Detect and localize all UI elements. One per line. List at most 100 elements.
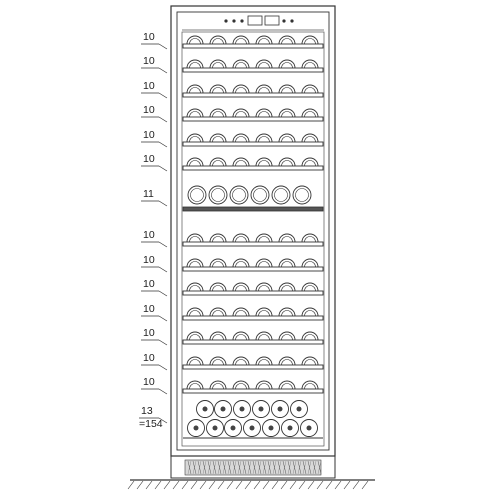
total-capacity-label: =154 [139, 418, 163, 430]
bottle-count-label: 10 [143, 254, 155, 266]
shelf-row [182, 233, 324, 247]
bottle-icon [281, 111, 293, 118]
bottle-icon [262, 419, 280, 437]
bottle-icon [211, 188, 225, 202]
bottle-icon [232, 380, 250, 390]
bottle-icon [235, 261, 247, 268]
bottle-icon [232, 188, 246, 202]
leader-arrow [158, 388, 168, 395]
bottom-bottle-rack [183, 400, 323, 439]
bottle-icon [212, 359, 224, 366]
bottle-icon [278, 35, 296, 45]
bottle-icon [189, 334, 201, 341]
control-button-icon [240, 19, 244, 23]
bottle-icon [278, 84, 296, 94]
bottle-icon [212, 236, 224, 243]
bottle-icon [304, 310, 316, 317]
bottle-icon [258, 310, 270, 317]
bottle-icon [278, 233, 296, 243]
bottle-icon [271, 400, 289, 418]
bottle-icon [209, 84, 227, 94]
bottle-icon [281, 359, 293, 366]
bottle-icon [278, 380, 296, 390]
bottle-icon [300, 419, 318, 437]
bottle-icon [209, 258, 227, 268]
floor-hatch [127, 480, 369, 490]
bottle-icon [278, 157, 296, 167]
bottle-count-label: 10 [143, 229, 155, 241]
bottle-icon [209, 282, 227, 292]
bottle-icon [281, 136, 293, 143]
bottle-icon [304, 383, 316, 390]
bottle-icon [189, 87, 201, 94]
bottle-icon [258, 334, 270, 341]
bottle-icon [209, 233, 227, 243]
leader-arrow [158, 165, 168, 172]
bottle-icon [232, 233, 250, 243]
bottle-icon [258, 285, 270, 292]
leader-arrow [158, 116, 168, 123]
bottle-icon [281, 236, 293, 243]
bottle-icon [274, 188, 288, 202]
bottle-icon [255, 380, 273, 390]
bottle-icon [281, 261, 293, 268]
temperature-display [247, 15, 263, 26]
bottle-icon [255, 59, 273, 69]
bottle-icon [287, 425, 293, 431]
bottle-icon [258, 38, 270, 45]
bottle-icon [235, 334, 247, 341]
bottle-icon [301, 59, 319, 69]
shelf-row [182, 258, 324, 272]
bottle-icon [281, 62, 293, 69]
bottle-icon [255, 233, 273, 243]
bottle-icon [301, 233, 319, 243]
bottle-icon [209, 59, 227, 69]
bottle-icon [189, 285, 201, 292]
bottle-icon [235, 310, 247, 317]
bottle-icon [187, 419, 205, 437]
bottle-icon [232, 356, 250, 366]
bottle-icon [296, 406, 302, 412]
bottle-icon [232, 59, 250, 69]
bottle-icon [255, 133, 273, 143]
bottle-icon [209, 356, 227, 366]
wooden-shelf [182, 290, 324, 296]
bottle-icon [301, 108, 319, 118]
bottle-icon [209, 331, 227, 341]
bottle-icon [255, 258, 273, 268]
bottle-icon [232, 84, 250, 94]
bottle-icon [186, 233, 204, 243]
bottle-icon [189, 160, 201, 167]
bottle-icon [230, 425, 236, 431]
bottle-icon [258, 236, 270, 243]
bottle-icon [186, 331, 204, 341]
bottle-icon [258, 261, 270, 268]
bottle-icon [255, 35, 273, 45]
bottle-icon [258, 359, 270, 366]
bottle-icon [295, 188, 309, 202]
shelf-row [182, 331, 324, 345]
bottle-count-label: 10 [143, 303, 155, 315]
bottle-icon [206, 419, 224, 437]
shelf-row [182, 108, 324, 122]
bottle-icon [304, 111, 316, 118]
leader-arrow [158, 364, 168, 371]
bottle-icon [278, 258, 296, 268]
bottle-count-label: 10 [143, 327, 155, 339]
bottle-icon [243, 419, 261, 437]
bottle-icon [232, 157, 250, 167]
bottle-icon [255, 84, 273, 94]
bottle-icon [281, 419, 299, 437]
bottle-icon [255, 307, 273, 317]
bottle-icon [278, 282, 296, 292]
bottle-icon [189, 136, 201, 143]
bottle-icon [235, 136, 247, 143]
control-button-icon [232, 19, 236, 23]
leader-arrow [158, 67, 168, 74]
bottle-icon [186, 84, 204, 94]
bottle-count-label: 10 [143, 352, 155, 364]
shelf-row [182, 185, 324, 212]
bottle-icon [186, 133, 204, 143]
bottle-icon [189, 310, 201, 317]
